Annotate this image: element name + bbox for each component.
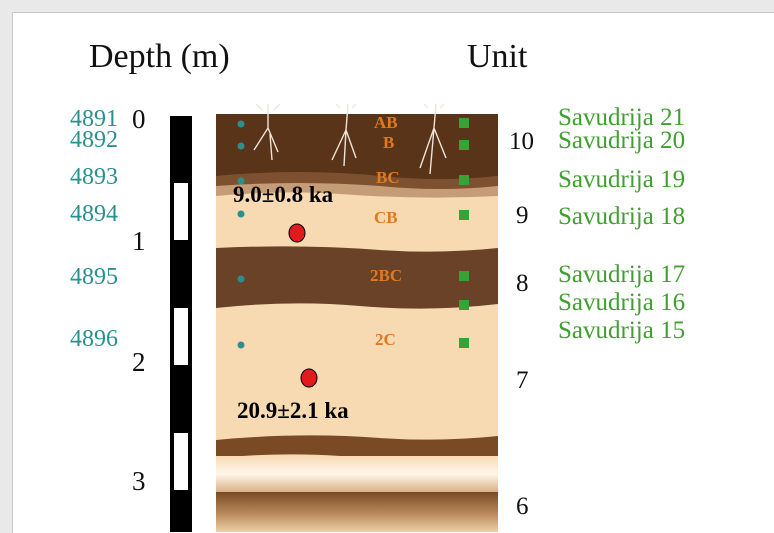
soil-column (216, 114, 498, 532)
sample-number: 4896 (70, 326, 118, 352)
savudrija-label: Savudrija 17 (558, 261, 686, 288)
depth-tick-label: 2 (132, 347, 146, 377)
horizon-label: 2C (375, 330, 396, 349)
sample-number: 4892 (70, 127, 118, 153)
horizon-label: 2BC (370, 266, 403, 285)
unit-header: Unit (467, 38, 528, 75)
sample-number: 4894 (70, 201, 118, 227)
sample-square-icon (459, 118, 469, 348)
horizon-label: B (383, 133, 395, 152)
sample-dot-icon (237, 120, 245, 349)
age-label: 20.9±2.1 ka (237, 398, 349, 423)
savudrija-label: Savudrija 21 (558, 104, 686, 131)
sample-number: 4893 (70, 164, 118, 190)
sample-number: 4895 (70, 264, 118, 290)
unit-number: 6 (516, 493, 529, 520)
depth-header: Depth (m) (89, 38, 230, 75)
horizon-label: CB (374, 208, 398, 227)
savudrija-label: Savudrija 20 (558, 127, 686, 154)
unit-number: 8 (516, 270, 529, 297)
root-icon (253, 103, 447, 175)
unit-number: 7 (516, 367, 529, 394)
age-marker-icon (288, 223, 318, 388)
savudrija-label: Savudrija 19 (558, 166, 686, 193)
savudrija-label: Savudrija 18 (558, 203, 686, 230)
horizon-label: BC (376, 168, 400, 187)
savudrija-label: Savudrija 16 (558, 289, 686, 316)
horizon-label: AB (374, 113, 398, 132)
unit-number: 9 (516, 202, 529, 229)
unit-number: 10 (509, 128, 534, 155)
sample-number: 4891 (70, 106, 118, 132)
age-label: 9.0±0.8 ka (233, 182, 334, 207)
depth-tick-label: 3 (132, 466, 146, 496)
savudrija-label: Savudrija 15 (558, 317, 686, 344)
depth-scale-bar (170, 116, 192, 532)
depth-tick-label: 1 (132, 226, 146, 256)
depth-tick-label: 0 (132, 104, 146, 134)
